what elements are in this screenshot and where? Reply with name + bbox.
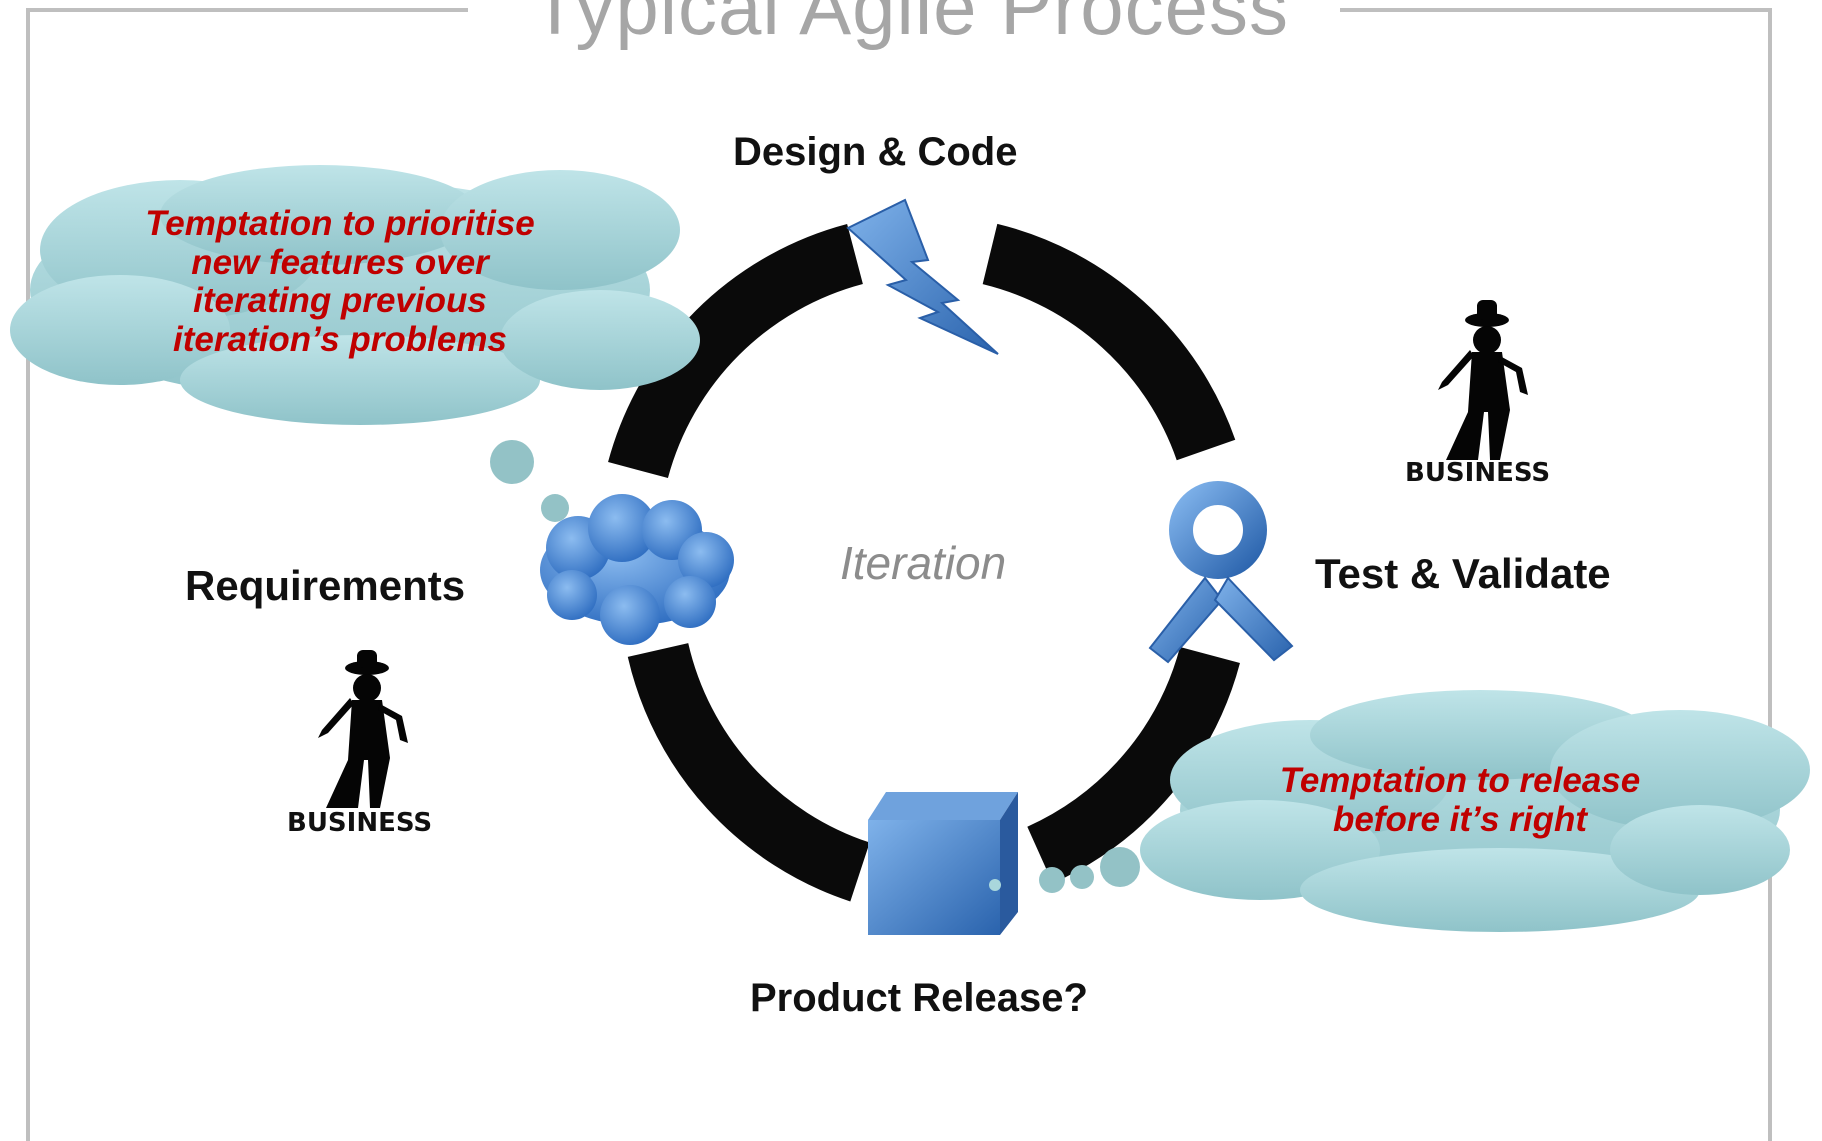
business-label-right: BUSINESS <box>1405 458 1551 488</box>
stage-test-validate: Test & Validate <box>1315 550 1611 597</box>
frame-left <box>26 8 30 1141</box>
thought-cloud-left <box>10 165 700 522</box>
thought-text-right: Temptation to release before it’s right <box>1230 761 1690 839</box>
frame-top-right <box>1340 8 1772 12</box>
business-label-left: BUSINESS <box>287 808 433 838</box>
cloud-icon <box>540 494 734 645</box>
business-person-icon <box>318 650 408 808</box>
lightning-icon <box>846 198 999 355</box>
diagram-title: Typical Agile Process <box>530 0 1289 51</box>
person-icon <box>1148 481 1294 664</box>
iteration-cycle <box>608 223 1240 902</box>
thought-right-line-2: before it’s right <box>1332 799 1588 839</box>
thought-left-line-1: Temptation to prioritise <box>145 204 535 243</box>
frame-right <box>1768 8 1772 1141</box>
thought-left-line-4: iteration’s problems <box>173 319 507 359</box>
thought-right-line-1: Temptation to release <box>1279 761 1641 800</box>
stage-design-code: Design & Code <box>733 130 1018 174</box>
thought-cloud-right <box>1039 690 1810 932</box>
business-person-icon <box>1438 300 1528 460</box>
stage-product-release: Product Release? <box>750 976 1088 1020</box>
box-icon <box>868 792 1018 935</box>
arc-top-right <box>982 223 1236 461</box>
thought-text-left: Temptation to prioritise new features ov… <box>90 204 590 359</box>
thought-left-line-3: iterating previous <box>193 281 487 320</box>
frame-top-left <box>28 8 468 12</box>
arc-top-left <box>608 224 864 479</box>
stage-requirements: Requirements <box>185 562 466 609</box>
iteration-label: Iteration <box>840 537 1007 589</box>
thought-left-line-2: new features over <box>191 242 489 282</box>
arc-bottom-left <box>627 642 871 902</box>
arc-bottom-right <box>1026 646 1240 884</box>
